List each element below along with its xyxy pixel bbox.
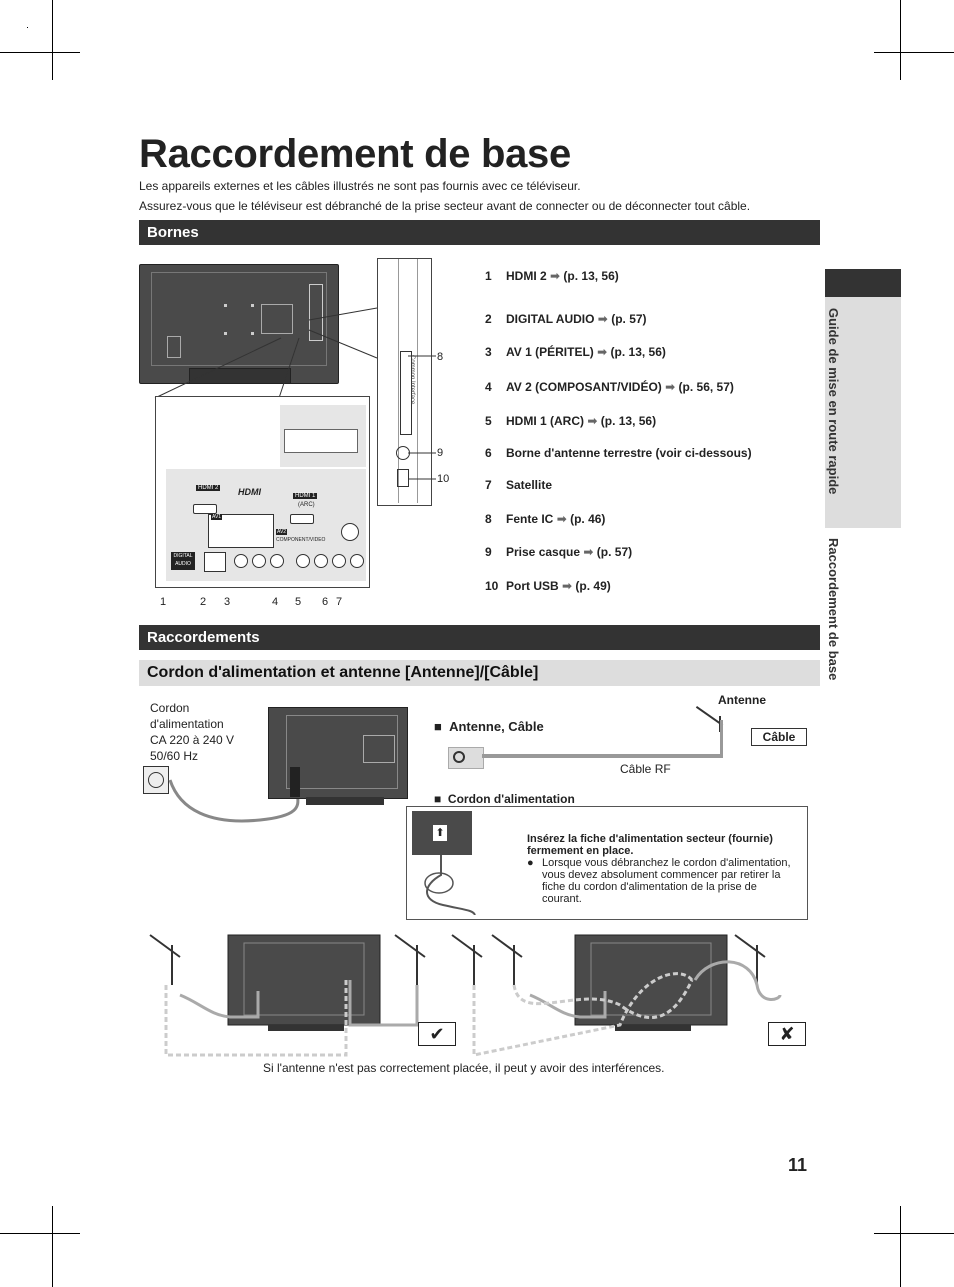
- digital-audio-label: DIGITAL AUDIO: [171, 552, 195, 570]
- section-bornes-heading: Bornes: [139, 220, 820, 245]
- side-panel-diagram: Common Interface: [377, 258, 432, 506]
- antenna-label: Antenne: [718, 693, 766, 707]
- common-interface-label: Common Interface: [409, 355, 415, 405]
- crop-mark: [874, 52, 954, 53]
- correct-placement-icon: ✔: [418, 1022, 456, 1046]
- rf-cable-line: [482, 754, 722, 758]
- crop-mark: [27, 27, 28, 28]
- tv-rear-connection: [268, 707, 408, 805]
- crop-mark: [0, 1233, 80, 1234]
- callout-1: 1: [160, 596, 167, 608]
- rf-cable-vertical: [720, 720, 723, 758]
- callout-3: 3: [224, 596, 231, 608]
- callout-9: 9: [437, 447, 444, 459]
- crop-mark: [900, 1206, 901, 1287]
- crop-mark: [52, 1206, 53, 1287]
- antenna-icon: [695, 702, 733, 732]
- side-callout-lines: [408, 355, 436, 480]
- tv-rear-diagram: [139, 264, 339, 384]
- power-cord-label: Cordon d'alimentation CA 220 à 240 V 50/…: [150, 701, 235, 763]
- side-tab-quick-start-label: Guide de mise en route rapide: [826, 308, 841, 495]
- insert-plug-instruction: Insérez la fiche d'alimentation secteur …: [527, 833, 773, 857]
- power-cord-title: ■ Cordon d'alimentation: [434, 792, 575, 806]
- antenna-cable-title: ■ Antenne, Câble: [434, 719, 544, 734]
- callout-lines: [154, 307, 378, 399]
- hand-plug-icon: [424, 855, 476, 915]
- hdmi-logo: HDMI: [238, 487, 261, 497]
- antenna-terminal-icon: [448, 747, 484, 769]
- callout-8: 8: [437, 351, 444, 363]
- antenna-placement-diagram: [149, 934, 782, 1057]
- arc-label: (ARC): [298, 502, 315, 508]
- side-tab-dark: [825, 269, 901, 297]
- callout-6: 6: [322, 596, 329, 608]
- terminal-panel-diagram: HDMI 2 HDMI HDMI 1 (ARC) AV1 AV2 COMPONE…: [155, 396, 370, 588]
- callout-7: 7: [336, 596, 343, 608]
- callout-4: 4: [272, 596, 279, 608]
- incorrect-placement-icon: ✘: [768, 1022, 806, 1046]
- intro-text-2: Assurez-vous que le téléviseur est débra…: [139, 199, 751, 213]
- hdmi2-label: HDMI 2: [196, 485, 221, 491]
- power-cord-line: [168, 779, 300, 823]
- hdmi1-label: HDMI 1: [293, 493, 318, 499]
- av2-label: AV2: [276, 529, 288, 535]
- unplug-note: ● Lorsque vous débranchez le cordon d'al…: [527, 857, 791, 905]
- interference-note: Si l'antenne n'est pas correctement plac…: [263, 1061, 665, 1075]
- crop-mark: [900, 0, 901, 80]
- page-title: Raccordement de base: [139, 132, 571, 176]
- callout-2: 2: [200, 596, 207, 608]
- page-number: 11: [788, 1155, 808, 1175]
- crop-mark: [874, 1233, 954, 1234]
- subsection-power-antenna-heading: Cordon d'alimentation et antenne [Antenn…: [139, 660, 820, 686]
- rf-cable-label: Câble RF: [620, 762, 671, 776]
- up-arrow-icon: ⬆: [433, 825, 447, 841]
- callout-10: 10: [437, 473, 450, 485]
- intro-text-1: Les appareils externes et les câbles ill…: [139, 179, 581, 193]
- crop-mark: [52, 0, 53, 80]
- crop-mark: [0, 52, 80, 53]
- section-raccordements-heading: Raccordements: [139, 625, 820, 650]
- power-cord-instruction-box: ⬆ Insérez la fiche d'alimentation secteu…: [406, 806, 808, 920]
- side-tab-quick-start: [825, 297, 901, 528]
- side-tab-basic-connection-label: Raccordement de base: [826, 538, 841, 681]
- cable-box: Câble: [751, 728, 807, 746]
- callout-5: 5: [295, 596, 302, 608]
- component-label: COMPONENT/VIDEO: [276, 537, 326, 543]
- av1-label: AV1: [211, 514, 223, 520]
- wall-outlet-icon: [143, 766, 169, 794]
